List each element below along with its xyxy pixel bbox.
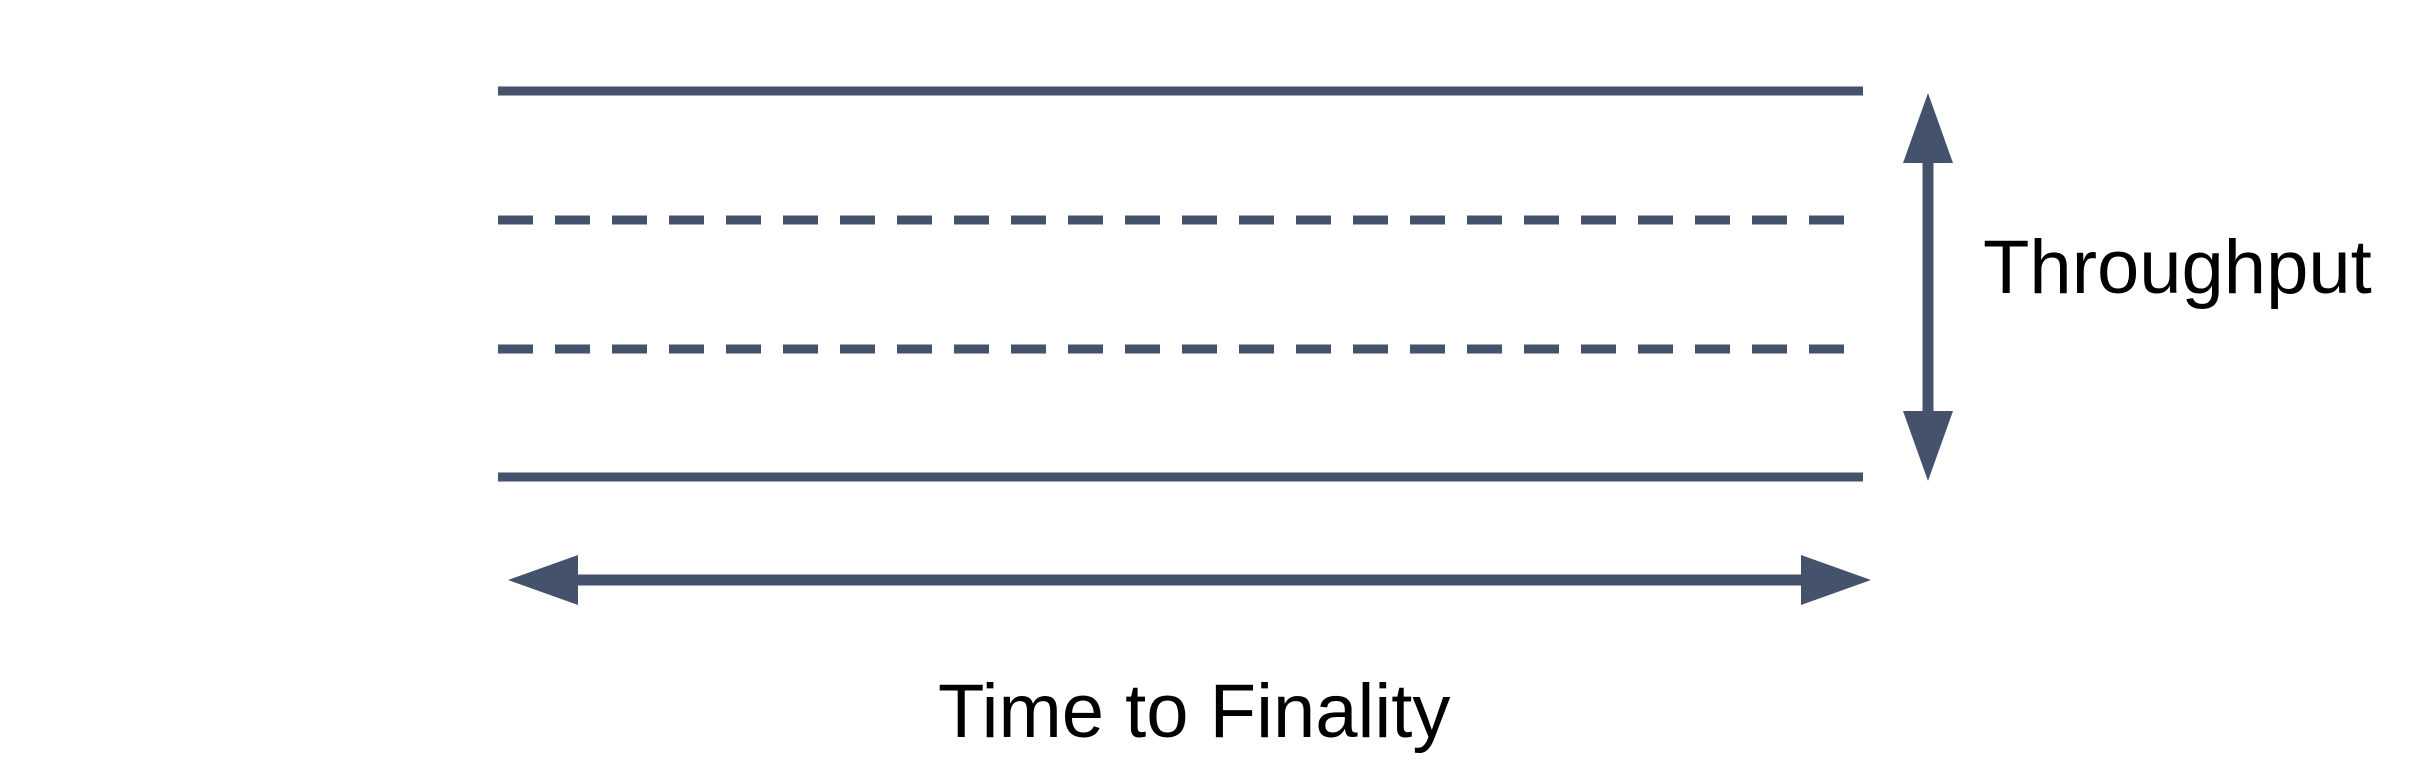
time-to-finality-axis-label: Time to Finality [938,669,1451,754]
throughput-double-arrow-icon [1903,93,1953,481]
time-to-finality-double-arrow-icon [508,555,1871,605]
throughput-axis-label: Throughput [1983,225,2372,310]
